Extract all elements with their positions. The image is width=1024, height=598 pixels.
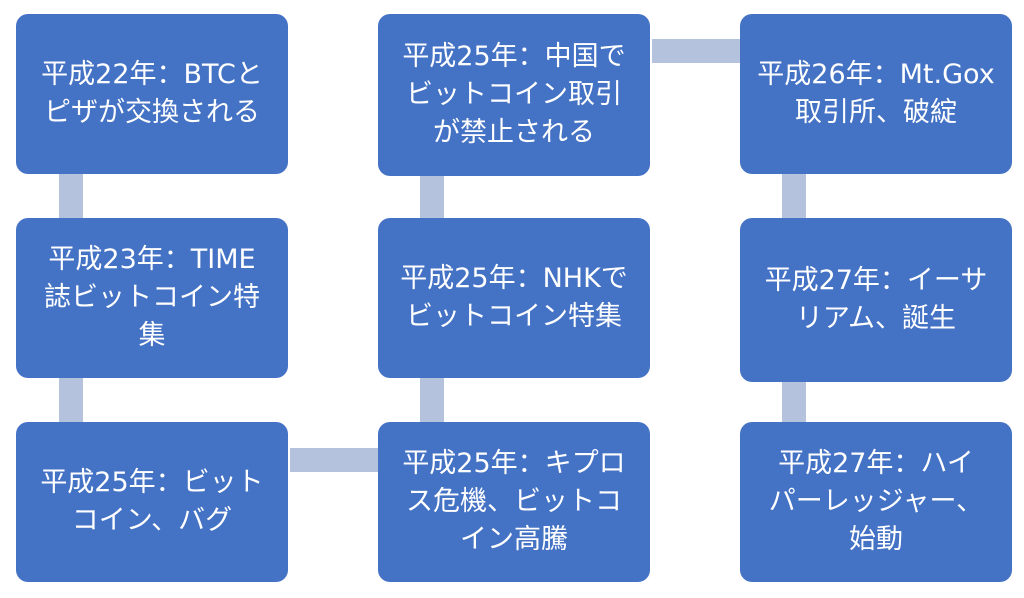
timeline-box-h25-nhk: 平成25年：NHKで ビットコイン特集 <box>378 218 650 378</box>
connector-h25a-h25b <box>290 448 378 472</box>
timeline-box-h25-bug: 平成25年：ビット コイン、バグ <box>16 422 288 582</box>
connector-h25b-h25c <box>420 378 444 422</box>
timeline-box-h27-ethereum: 平成27年：イーサ リアム、誕生 <box>740 218 1012 382</box>
timeline-box-h23: 平成23年：TIME 誌ビットコイン特 集 <box>16 218 288 378</box>
connector-h23-h25a <box>59 378 83 422</box>
timeline-box-h25-cyprus: 平成25年：キプロ ス危機、ビットコ イン高騰 <box>378 422 650 582</box>
connector-h26-h27a <box>782 174 806 218</box>
timeline-box-h25-china: 平成25年：中国で ビットコイン取引 が禁止される <box>378 14 650 176</box>
timeline-box-h26: 平成26年：Mt.Gox 取引所、破綻 <box>740 14 1012 174</box>
connector-h25d-h26 <box>652 39 740 63</box>
connector-h27a-h27b <box>782 382 806 422</box>
timeline-box-h27-hyperledger: 平成27年：ハイ パーレッジャー、 始動 <box>740 422 1012 582</box>
timeline-box-h22: 平成22年：BTCと ピザが交換される <box>16 14 288 174</box>
connector-h22-h23 <box>59 174 83 218</box>
connector-h25c-h25d <box>420 176 444 218</box>
